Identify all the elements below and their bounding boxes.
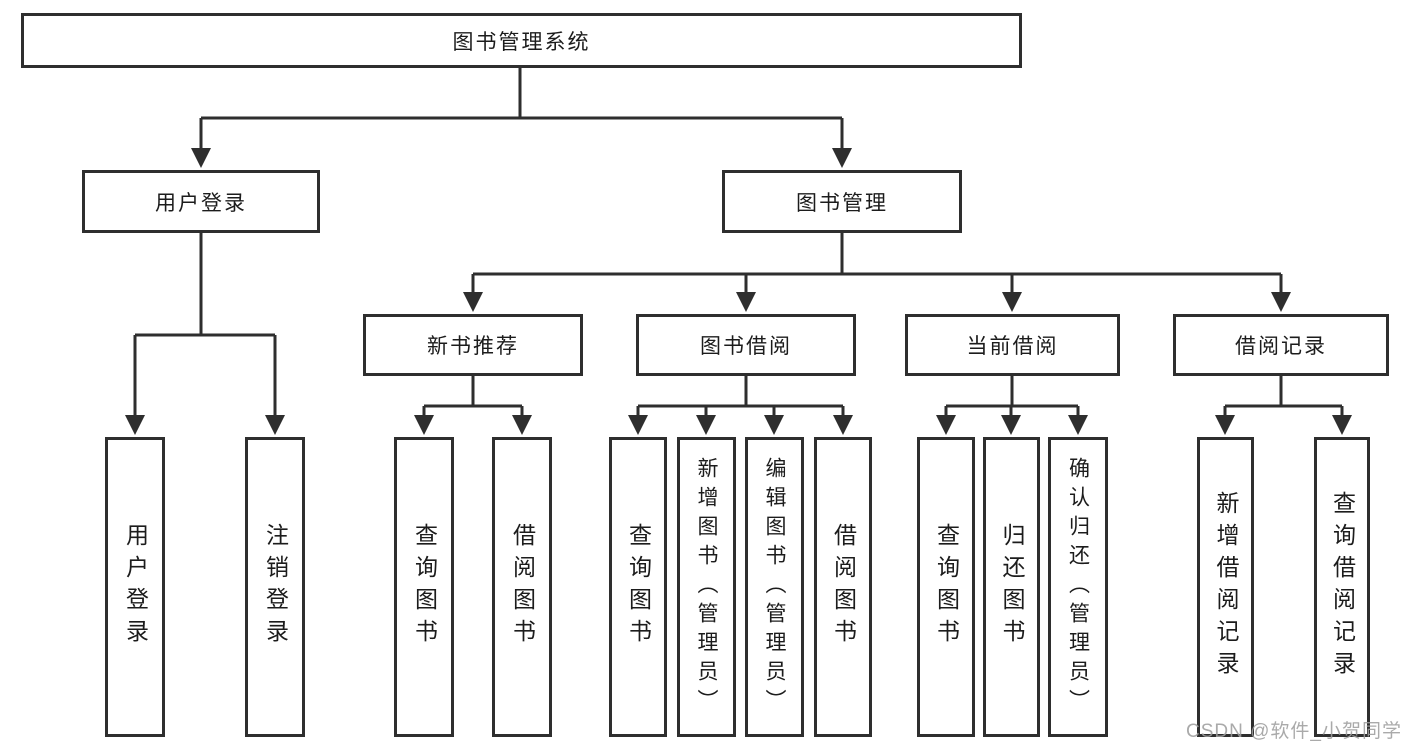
node-book-management: 图书管理 (722, 170, 962, 233)
node-book-borrowing: 图书借阅 (636, 314, 856, 376)
leaf-confirm-return-admin: 确认归还（管理员） (1048, 437, 1108, 737)
node-borrow-records-label: 借阅记录 (1235, 335, 1327, 358)
leaf-return-books: 归还图书 (983, 437, 1040, 737)
leaf-logout: 注销登录 (245, 437, 305, 737)
node-current-borrowing: 当前借阅 (905, 314, 1120, 376)
leaf-borrow-books: 借阅图书 (814, 437, 872, 737)
leaf-search-borrow-record-label: 查询借阅记录 (1329, 491, 1356, 683)
node-library-system: 图书管理系统 (21, 13, 1022, 68)
leaf-edit-book-admin: 编辑图书（管理员） (745, 437, 804, 737)
node-book-management-label: 图书管理 (796, 191, 888, 215)
leaf-confirm-return-admin-label: 确认归还（管理员） (1066, 456, 1090, 718)
leaf-search-books-borrowing: 查询图书 (609, 437, 667, 737)
node-user-login-branch: 用户登录 (82, 170, 320, 233)
leaf-logout-label: 注销登录 (262, 523, 289, 651)
leaf-search-books-borrowing-label: 查询图书 (625, 523, 652, 651)
leaf-edit-book-admin-label: 编辑图书（管理员） (763, 456, 786, 718)
leaf-user-login: 用户登录 (105, 437, 165, 737)
leaf-search-books-recommend-label: 查询图书 (411, 523, 438, 651)
leaf-borrow-books-recommend: 借阅图书 (492, 437, 552, 737)
leaf-user-login-label: 用户登录 (122, 523, 149, 651)
leaf-add-book-admin-label: 新增图书（管理员） (695, 456, 718, 718)
leaf-search-books-recommend: 查询图书 (394, 437, 454, 737)
node-new-book-recommend: 新书推荐 (363, 314, 583, 376)
leaf-return-books-label: 归还图书 (999, 523, 1025, 651)
node-book-borrowing-label: 图书借阅 (700, 335, 792, 358)
leaf-add-book-admin: 新增图书（管理员） (677, 437, 736, 737)
leaf-search-borrow-record: 查询借阅记录 (1314, 437, 1370, 737)
leaf-search-books-current-label: 查询图书 (933, 523, 960, 651)
node-current-borrowing-label: 当前借阅 (966, 335, 1059, 358)
watermark: CSDN @软件_小贺同学 (1186, 721, 1402, 742)
leaf-search-books-current: 查询图书 (917, 437, 975, 737)
leaf-add-borrow-record: 新增借阅记录 (1197, 437, 1254, 737)
node-borrow-records: 借阅记录 (1173, 314, 1389, 376)
leaf-add-borrow-record-label: 新增借阅记录 (1213, 491, 1239, 683)
leaf-borrow-books-recommend-label: 借阅图书 (509, 523, 536, 651)
node-new-book-recommend-label: 新书推荐 (427, 335, 519, 358)
leaf-borrow-books-label: 借阅图书 (830, 523, 857, 651)
node-user-login-branch-label: 用户登录 (155, 191, 247, 215)
node-library-system-label: 图书管理系统 (452, 30, 591, 54)
